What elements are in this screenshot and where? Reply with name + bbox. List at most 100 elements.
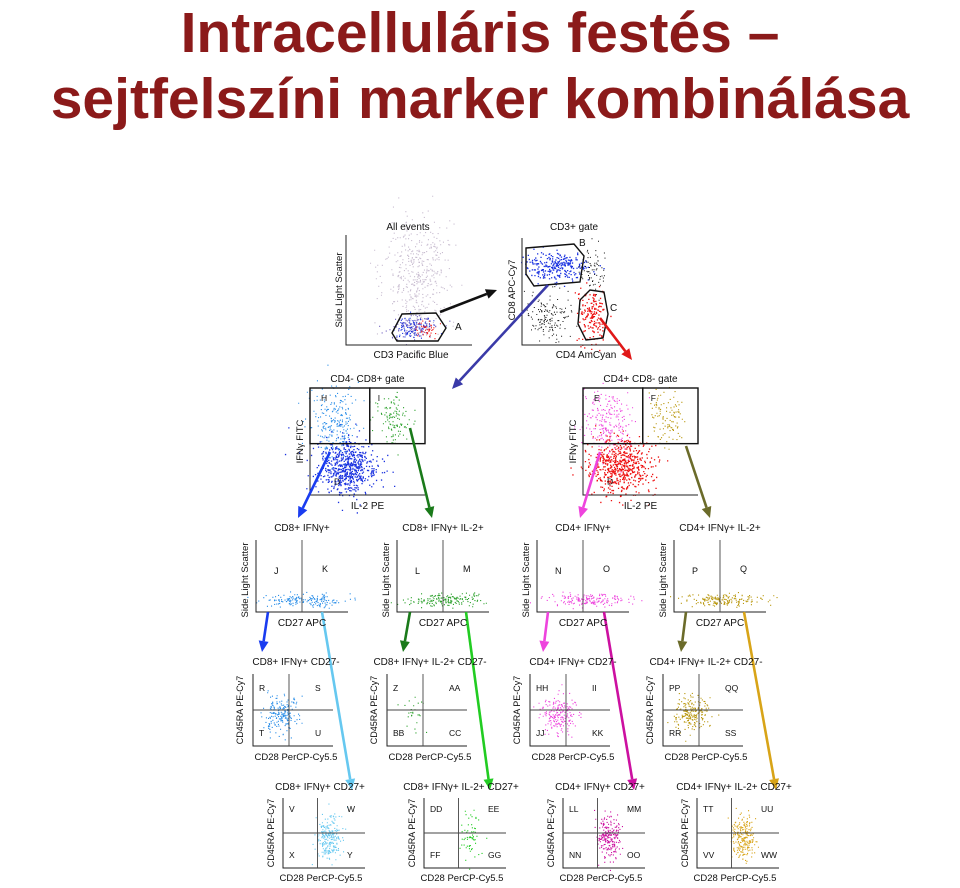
cd27-panel-3-q-right: O [603, 564, 610, 574]
arrow-a-to-cd3-shaft [439, 292, 488, 314]
gate-b-outline [525, 243, 585, 287]
arrow-n-to-r4-head [539, 640, 550, 652]
cd4-panel-ylabel: IFNγ FITC [568, 419, 579, 463]
cd27pos-panel-1-cloud [311, 803, 349, 866]
arrow-c-to-cd4-shaft [598, 317, 627, 353]
cd27-panel-2-cloud-points [390, 592, 487, 609]
cd27neg-panel-3-q4: KK [592, 728, 604, 738]
cd27neg-panel-1-q2: S [315, 683, 321, 693]
cd8-panel-main-cloud-points [284, 423, 396, 514]
arrow-b-to-cd8 [452, 284, 549, 389]
arrow-b-to-cd8-shaft [458, 284, 549, 382]
all-events-xlabel: CD3 Pacific Blue [373, 350, 448, 361]
cd27-panel-3-cloud-points [529, 591, 643, 610]
cd27neg-panel-2-q1: Z [393, 683, 398, 693]
cd8-panel-title: CD4- CD8+ gate [330, 374, 405, 385]
plot-frames-layer [252, 235, 779, 869]
arrow-cd8-i-to-r3-head [424, 506, 435, 518]
cd8-panel-ylabel: IFNγ FITC [295, 419, 306, 463]
cd27neg-panel-3-cloud [533, 684, 582, 738]
cd27pos-panel-2-title: CD8+ IFNγ+ IL-2+ CD27+ [403, 782, 519, 793]
arrow-cd4-f-to-r3 [684, 445, 712, 518]
cd27-panel-3-q-left: N [555, 566, 562, 576]
slide-title: Intracelluláris festés – sejtfelszíni ma… [0, 0, 960, 132]
cd27neg-panel-1-title: CD8+ IFNγ+ CD27- [252, 657, 339, 668]
cd27-panel-2-xlabel: CD27 APC [419, 618, 467, 629]
cd27-panel-2-cloud [390, 592, 487, 609]
all-events-bg-cloud [370, 195, 474, 361]
arrow-o-to-r5-shaft [602, 611, 634, 780]
all-events-cd3-red [415, 320, 441, 340]
arrow-k-to-r5-shaft [320, 611, 352, 780]
cd4-panel-ifn-cloud [574, 380, 650, 473]
cd27pos-panel-2-q2: EE [488, 804, 500, 814]
gate-a-outline [391, 312, 447, 342]
arrow-cd4-e-to-r3-shaft [581, 451, 602, 508]
cd27-panel-3-ylabel: Side Light Scatter [521, 543, 532, 618]
cd4-panel-gate-left-label: E [594, 393, 600, 403]
arrow-cd4-f-to-r3-shaft [684, 445, 708, 508]
cd27-panel-2-title: CD8+ IFNγ+ IL-2+ [402, 523, 484, 534]
cd27pos-panel-1-q2: W [347, 804, 355, 814]
cd27-panel-3-xlabel: CD27 APC [559, 618, 607, 629]
cd4-panel-ifn-cloud-points [574, 380, 650, 473]
arrow-cd8-h-to-r3 [298, 451, 332, 518]
cd27neg-panel-4-ylabel: CD45RA PE-Cy7 [645, 676, 655, 745]
arrow-n-to-r4 [539, 611, 550, 652]
cd27-panel-4-cloud-points [670, 592, 778, 608]
cd27pos-panel-2-q4: GG [488, 850, 501, 860]
cd27pos-panel-2-q1: DD [430, 804, 442, 814]
cd27neg-panel-1-axes [252, 674, 333, 747]
all-events-cd3-blue [393, 311, 442, 339]
arrow-cd4-f-to-r3-head [701, 505, 712, 518]
arrow-q-to-r5-shaft [742, 611, 776, 780]
cd27-panel-1-axes [255, 540, 348, 613]
cd27pos-panel-1-q1: V [289, 804, 295, 814]
arrow-o-to-r5-head [627, 778, 638, 790]
cd3-dn-cloud-points [523, 286, 582, 343]
cd27pos-panel-4-q4: WW [761, 850, 777, 860]
cd27neg-panel-2-xlabel: CD28 PerCP-Cy5.5 [389, 752, 472, 763]
cd27pos-panel-3-q3: NN [569, 850, 581, 860]
cd8-panel-xlabel: IL-2 PE [351, 501, 385, 512]
cd27-panel-1-title: CD8+ IFNγ+ [274, 523, 330, 534]
cd27neg-panel-3-q2: II [592, 683, 597, 693]
gate-a-label: A [455, 322, 462, 333]
arrow-a-to-cd3-head [484, 289, 497, 299]
cd27-panel-2-q-right: M [463, 564, 471, 574]
cd27neg-panel-2-q2: AA [449, 683, 461, 693]
cd8-panel-gate-ifn [309, 387, 371, 445]
cd27-panel-4-title: CD4+ IFNγ+ IL-2+ [679, 523, 761, 534]
arrow-p-to-r4-head [677, 640, 688, 652]
cd27neg-panel-2-title: CD8+ IFNγ+ IL-2+ CD27- [373, 657, 486, 668]
cd27-panel-4-xlabel: CD27 APC [696, 618, 744, 629]
cd27pos-panel-3-q1: LL [569, 804, 579, 814]
cd27neg-panel-3-cloud-points [533, 684, 582, 738]
cd27pos-panel-1-xlabel: CD28 PerCP-Cy5.5 [280, 873, 363, 884]
arrow-cd8-i-to-r3-shaft [408, 427, 431, 508]
title-line-2: sejtfelszíni marker kombinálása [50, 67, 910, 131]
cd3-upper-black-points [578, 238, 606, 303]
cd27pos-panel-3-xlabel: CD28 PerCP-Cy5.5 [560, 873, 643, 884]
cd3-title: CD3+ gate [550, 222, 599, 233]
cd27neg-panel-3-q1: HH [536, 683, 548, 693]
cd27neg-panel-2-q4: CC [449, 728, 461, 738]
cd4-panel-main-cloud-points [570, 425, 669, 506]
cd27pos-panel-2-ylabel: CD45RA PE-Cy7 [407, 799, 417, 868]
cd27pos-panel-4-q1: TT [703, 804, 713, 814]
cd3-cd4-cloud-points [574, 282, 612, 354]
cd27-panel-2-ylabel: Side Light Scatter [381, 543, 392, 618]
gate-c-label: C [610, 303, 617, 314]
cd27-panel-4-q-right: Q [740, 564, 747, 574]
cd27neg-panel-1-ylabel: CD45RA PE-Cy7 [235, 676, 245, 745]
arrow-a-to-cd3 [439, 289, 497, 314]
cd27-panel-1-xlabel: CD27 APC [278, 618, 326, 629]
cd27pos-panel-2-cloud [459, 809, 488, 870]
arrow-cd4-e-to-r3-head [578, 506, 588, 518]
all-events-title: All events [386, 222, 429, 233]
cd4-panel-ifn-il2-cloud-points [647, 387, 686, 450]
arrow-m-to-r5-shaft [464, 611, 490, 780]
cd27neg-panel-4-xlabel: CD28 PerCP-Cy5.5 [665, 752, 748, 763]
cd3-cd8-cloud-points [521, 246, 605, 287]
